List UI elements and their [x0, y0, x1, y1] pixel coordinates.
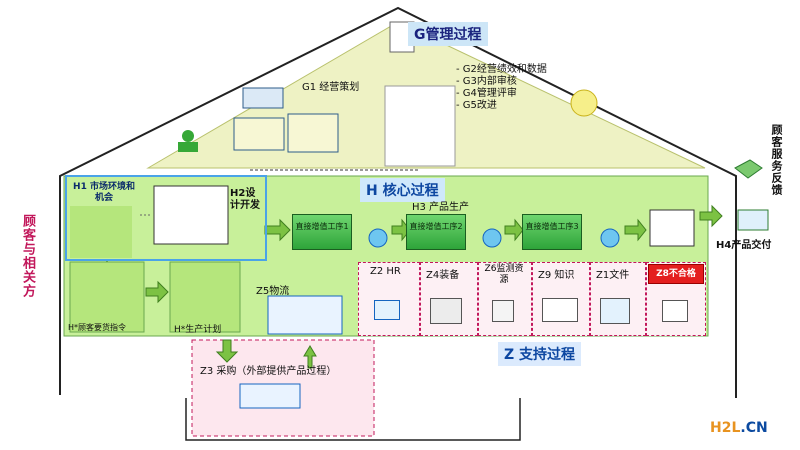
z6-box [478, 262, 532, 336]
z9-label: Z9 知识 [538, 270, 575, 281]
team-icon [178, 130, 198, 152]
h1-h2-frame [65, 175, 267, 261]
org-chart-icon [242, 87, 284, 109]
money-icon [734, 159, 763, 179]
order-image [69, 261, 145, 333]
equipment-icon [430, 298, 462, 324]
watermark-part2: .CN [740, 420, 768, 436]
customer-feedback-label: 顾客服务反馈 [770, 124, 783, 196]
support-title: Z 支持过程 [498, 342, 582, 366]
arrow-to-delivery [699, 204, 723, 228]
sun-icon [570, 89, 598, 117]
h3-label: H3 产品生产 [412, 202, 470, 213]
plan-image [169, 261, 241, 333]
order-label: H*顾客要货指令 [68, 323, 127, 332]
hr-icon [374, 300, 400, 320]
g5-label: - G5改进 [456, 100, 497, 111]
z8-badge: Z8不合格 [648, 264, 704, 284]
z1-label: Z1文件 [596, 270, 630, 281]
watermark-part1: H2L [710, 420, 741, 436]
h1-people-image [70, 206, 132, 258]
h4-label: H4产品交付 [716, 240, 772, 251]
process-2: 直接增值工序2 [406, 214, 466, 250]
process-3: 直接增值工序3 [522, 214, 582, 250]
defect-icon [662, 300, 688, 322]
purchase-cart-icon [239, 383, 301, 409]
h2-design-image [153, 185, 229, 245]
h1-label: H1 市场环境和机会 [73, 182, 135, 203]
core-title: H 核心过程 [360, 178, 445, 202]
arrow-from-purchase [303, 345, 317, 369]
house-outline [59, 6, 737, 398]
logistics-cart-icon [267, 295, 343, 335]
arrow-to-purchase [215, 339, 239, 363]
gear-icon-1 [368, 228, 388, 248]
g3-label: - G3内部审核 [456, 76, 517, 87]
z4-label: Z4装备 [426, 270, 460, 281]
z2-box [358, 262, 420, 336]
gear-icon-3 [600, 228, 620, 248]
arrow-to-plan [145, 280, 169, 304]
meeting-illustration [384, 85, 456, 167]
watermark-logo: H2L.CN [710, 420, 768, 436]
customer-stakeholder-label: 顾客与相关方 [20, 214, 35, 298]
document-icon [600, 298, 630, 324]
z5-label: Z5物流 [256, 286, 290, 297]
gear-icon-2 [482, 228, 502, 248]
warehouse-icon [649, 209, 695, 247]
management-title: G管理过程 [408, 22, 488, 46]
arrow-to-warehouse [624, 218, 647, 242]
flowchart-icon [233, 117, 285, 151]
process-1: 直接增值工序1 [292, 214, 352, 250]
g2-label: - G2经营绩效和数据 [456, 64, 547, 75]
microscope-icon [492, 300, 514, 322]
arrow-to-process1 [264, 218, 291, 242]
knowledge-icon [542, 298, 578, 322]
g4-label: - G4管理评审 [456, 88, 517, 99]
g1-label: G1 经营策划 [302, 82, 360, 93]
house-base-outline [185, 398, 521, 441]
diagram-icon [287, 113, 339, 153]
purchase-label: Z3 采购（外部提供产品过程） [200, 366, 337, 377]
z6-label: Z6监测资源 [484, 264, 524, 285]
z2-label: Z2 HR [370, 266, 401, 277]
h2-label: H2设计开发 [230, 188, 260, 211]
plan-label: H*生产计划 [174, 325, 222, 335]
arrow-to-process3 [504, 218, 524, 242]
truck-icon [737, 209, 769, 231]
